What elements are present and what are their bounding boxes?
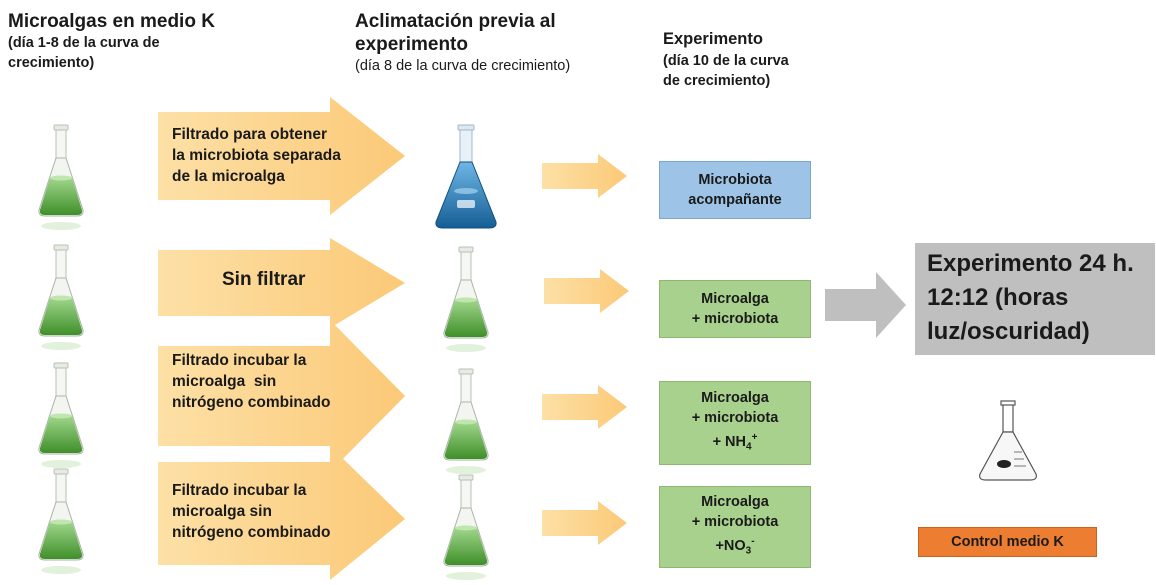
arrow-label-line: nitrógeno combinado (172, 524, 331, 541)
arrow-label-line: nitrógeno combinado (172, 394, 331, 411)
box-line-formula: + NH4+ (692, 428, 779, 458)
flask-icon (443, 474, 489, 581)
arrow-small-2 (544, 269, 629, 313)
result-line: luz/oscuridad) (927, 318, 1090, 345)
col3-subtitle: (día 10 de la curva (663, 53, 789, 69)
formula-base: + NH (712, 433, 747, 450)
arrow-filtrado-incubar-2 (158, 446, 405, 580)
formula-subscript: 3 (745, 545, 752, 557)
col3-subtitle-2: de crecimiento) (663, 73, 771, 89)
arrow-filtrado-incubar-1 (158, 320, 405, 472)
box-line: + microbiota (691, 410, 779, 427)
box-line: + microbiota (691, 514, 779, 531)
control-box: Control medio K (918, 527, 1097, 557)
box-line: Microbiota (698, 172, 772, 188)
arrow-label-1: Filtrado para obtener la microbiota sepa… (172, 124, 372, 187)
arrow-label-line: la microbiota separada (172, 147, 341, 164)
box-microalga-microbiota: Microalga + microbiota (659, 280, 811, 338)
arrow-label-line: microalga sin (172, 373, 277, 390)
arrow-label-3: Filtrado incubar la microalga sin nitróg… (172, 350, 372, 413)
box-microalga-nh4: Microalga + microbiota + NH4+ (659, 381, 811, 465)
arrow-filter-microbiota (158, 97, 405, 215)
result-box: Experimento 24 h. 12:12 (horas luz/oscur… (915, 243, 1155, 355)
flask-icon (38, 362, 84, 469)
flask-icon (443, 368, 489, 475)
arrow-label-line: de la microalga (172, 168, 285, 185)
col2-title: Aclimatación previa al (355, 11, 556, 32)
col1-header: Microalgas en medio K (día 1-8 de la cur… (8, 10, 248, 73)
arrow-small-3 (542, 385, 627, 429)
box-line: Microalga (701, 494, 769, 511)
box-microalga-no3: Microalga + microbiota +NO3- (659, 486, 811, 568)
arrow-label-4: Filtrado incubar la microalga sin nitróg… (172, 480, 372, 543)
flask-icon (38, 244, 84, 351)
flask-icon (38, 468, 84, 575)
result-line: 12:12 (horas (927, 284, 1069, 311)
arrow-small-4 (542, 501, 627, 545)
formula-superscript: + (751, 432, 758, 444)
formula-subscript: 4 (746, 441, 752, 453)
col1-subtitle-2: crecimiento) (8, 55, 95, 71)
arrow-label-line: Filtrado incubar la (172, 352, 307, 369)
box-line: Microalga (701, 291, 769, 307)
col2-header: Aclimatación previa al experimento (día … (355, 10, 645, 76)
flask-icon (38, 124, 84, 231)
col1-subtitle: (día 1-8 de la curva de (8, 35, 160, 51)
arrow-label-2: Sin filtrar (222, 269, 305, 290)
col1-title: Microalgas en medio K (8, 11, 215, 32)
result-line: Experimento 24 h. (927, 250, 1134, 277)
arrow-label-line: Filtrado incubar la (172, 482, 307, 499)
control-flask-icon (979, 400, 1037, 481)
box-line: + microbiota (691, 311, 779, 327)
arrow-label-line: Sin filtrar (222, 269, 306, 290)
box-line: acompañante (688, 192, 782, 208)
col2-title-2: experimento (355, 34, 468, 55)
col3-title: Experimento (663, 30, 763, 48)
arrow-small-1 (542, 154, 627, 198)
arrow-label-line: microalga sin (172, 503, 272, 520)
box-line-formula: +NO3- (692, 532, 779, 562)
arrow-sin-filtrar (158, 238, 405, 328)
box-microbiota-acompanante: Microbiota acompañante (659, 161, 811, 219)
col2-subtitle: (día 8 de la curva de crecimiento) (355, 58, 571, 74)
box-line: Microalga (701, 390, 769, 407)
formula-base: +NO (715, 537, 746, 554)
flask-blue-icon (435, 124, 497, 229)
control-label: Control medio K (951, 534, 1064, 550)
formula-superscript: - (751, 536, 755, 548)
arrow-label-line: Filtrado para obtener (172, 126, 328, 143)
arrow-to-result (825, 272, 906, 338)
col3-header: Experimento (día 10 de la curva de creci… (663, 28, 843, 91)
flask-icon (443, 246, 489, 353)
